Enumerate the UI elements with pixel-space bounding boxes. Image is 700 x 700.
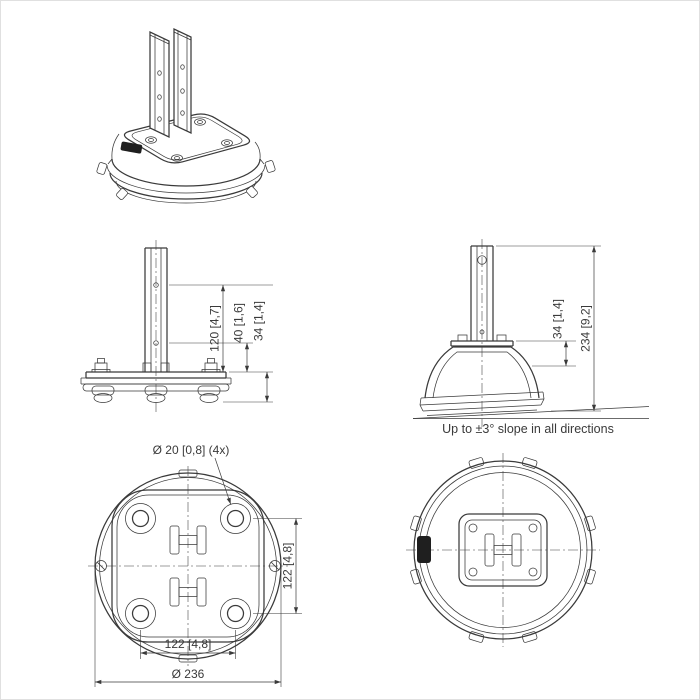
iso-bolt	[221, 139, 233, 147]
dim-hole-spacing-horizontal: 122 [4,8]	[165, 637, 212, 651]
dim-hole-spacing-vertical: 122 [4,8]	[281, 543, 295, 590]
isometric-view	[96, 28, 276, 204]
dim-total-height: 234 [9,2]	[579, 305, 593, 352]
slope-indicator	[412, 406, 650, 419]
bottom-view	[406, 453, 600, 647]
front-view: 120 [4,7] 40 [1,6] 34 [1,4]	[80, 240, 273, 413]
brand-logo-icon	[120, 141, 143, 154]
iso-bolt	[171, 154, 183, 162]
side-dimensions: 34 [1,4] 234 [9,2]	[496, 245, 601, 412]
front-rim-band	[82, 383, 230, 392]
front-nut-right	[201, 358, 221, 373]
front-base	[80, 358, 232, 403]
front-column	[144, 247, 168, 372]
bottom-center-plate	[458, 513, 548, 587]
front-column-hole-upper	[153, 282, 159, 288]
side-base	[419, 334, 545, 416]
iso-column	[149, 28, 192, 138]
side-nut-right	[496, 334, 507, 342]
iso-base-rings	[96, 158, 276, 204]
side-nut-left	[457, 334, 468, 342]
side-dome	[424, 346, 540, 399]
iso-clip-right	[264, 160, 276, 173]
front-column-bolt-left	[142, 362, 152, 373]
brand-logo-icon	[417, 536, 431, 563]
dim-hole-offset: 40 [1,6]	[232, 303, 246, 343]
front-foot-left	[91, 385, 115, 403]
iso-clip-left	[96, 162, 108, 175]
top-view: Ø 20 [0,8] (4x) 122 [4,8] 122 [4,8] Ø 23…	[88, 443, 302, 687]
front-foot-center	[144, 385, 168, 403]
top-plate-outline	[111, 489, 265, 643]
front-column-bolt-right	[160, 362, 170, 373]
front-foot-right	[197, 385, 221, 403]
side-column	[470, 245, 494, 341]
dim-column-height: 120 [4,7]	[208, 305, 222, 352]
front-column-hole-lower	[153, 340, 159, 346]
side-column-hole-top	[477, 255, 487, 265]
iso-clip-lower-right	[246, 186, 258, 198]
side-view: Up to ±3° slope in all directions 34 [1,…	[412, 239, 650, 436]
iso-bolt	[145, 136, 157, 144]
front-nut-left	[91, 358, 111, 373]
bottom-clips	[410, 457, 596, 643]
top-dimensions: Ø 20 [0,8] (4x) 122 [4,8] 122 [4,8] Ø 23…	[94, 443, 302, 687]
top-bolt-holes	[125, 503, 251, 629]
top-mounting-slots	[169, 525, 207, 607]
iso-top-face	[111, 113, 261, 164]
hole-diameter-leader	[214, 457, 232, 505]
dim-outer-diameter: Ø 236	[172, 667, 205, 681]
iso-clip-lower-left	[116, 188, 128, 200]
dim-base-height-side: 34 [1,4]	[551, 299, 565, 339]
front-dimensions: 120 [4,7] 40 [1,6] 34 [1,4]	[169, 284, 273, 403]
side-column-hole-lower	[479, 329, 485, 335]
slope-note: Up to ±3° slope in all directions	[442, 422, 614, 436]
iso-bolt	[194, 118, 206, 126]
dim-base-height-front: 34 [1,4]	[252, 301, 266, 341]
dim-hole-diameter: Ø 20 [0,8] (4x)	[153, 443, 230, 457]
